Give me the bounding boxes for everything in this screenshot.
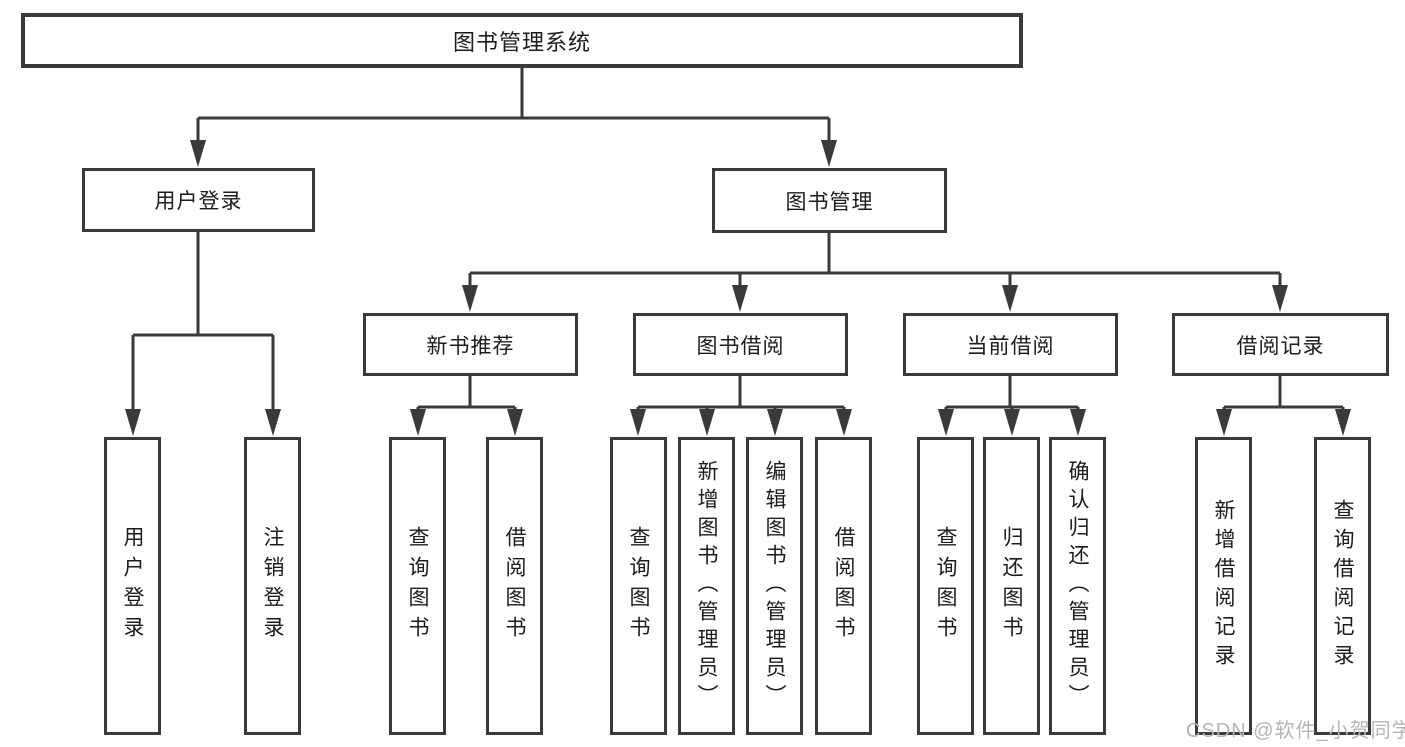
- leaf-borrow-query-books: 查询图书: [610, 437, 667, 735]
- node-root: 图书管理系统: [21, 13, 1023, 68]
- node-book-borrow: 图书借阅: [633, 313, 848, 376]
- node-user-login: 用户登录: [82, 168, 315, 232]
- node-new-book-recommend: 新书推荐: [363, 313, 578, 376]
- node-book-management: 图书管理: [712, 168, 947, 233]
- leaf-records-query-record: 查询借阅记录: [1314, 437, 1371, 735]
- leaf-borrow-edit-books-admin: 编辑图书（管理员）: [746, 437, 803, 735]
- node-borrow-records: 借阅记录: [1172, 313, 1389, 376]
- leaf-user-login: 用户登录: [104, 437, 161, 735]
- leaf-newbook-borrow-books: 借阅图书: [486, 437, 543, 735]
- leaf-logout-login: 注销登录: [244, 437, 301, 735]
- csdn-watermark: CSDN @软件_小贺同学: [1186, 720, 1405, 742]
- leaf-current-return-books: 归还图书: [983, 437, 1040, 735]
- leaf-borrow-add-books-admin: 新增图书（管理员）: [678, 437, 735, 735]
- leaf-borrow-borrow-books: 借阅图书: [815, 437, 872, 735]
- leaf-current-confirm-return-admin: 确认归还（管理员）: [1049, 437, 1106, 735]
- node-current-borrow: 当前借阅: [903, 313, 1118, 376]
- leaf-newbook-query-books: 查询图书: [389, 437, 446, 735]
- leaf-records-add-record: 新增借阅记录: [1195, 437, 1252, 735]
- leaf-current-query-books: 查询图书: [917, 437, 974, 735]
